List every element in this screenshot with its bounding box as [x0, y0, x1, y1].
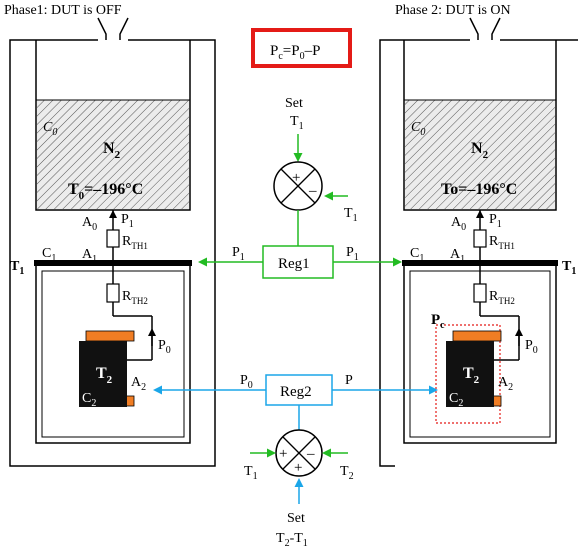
left-p1-label: P1 [121, 212, 134, 230]
right-a2-label: A2 [498, 375, 513, 393]
pc-formula: Pc=P0–P [251, 28, 352, 68]
left-c2-label: C2 [82, 391, 96, 409]
left-a0-label: A0 [82, 215, 97, 233]
comparator-bottom-plus-left: + [279, 446, 287, 462]
right-dut-highlight [435, 324, 501, 424]
left-c0-label: C0 [43, 120, 57, 138]
right-pc-label: Pc [431, 312, 445, 331]
reg1-label: Reg1 [278, 256, 310, 272]
right-rth2-label: RTH2 [489, 289, 515, 306]
left-t2-label: T2 [96, 365, 113, 386]
reg1-p1-left-label: P1 [232, 245, 245, 263]
comparator-bottom-t2-label: T2 [340, 464, 354, 482]
comparator-bottom-plus-bottom: + [294, 460, 302, 476]
svg-text:Pc=P0–P: Pc=P0–P [270, 43, 320, 62]
comparator-bottom-minus: – [306, 446, 315, 462]
right-p0-label: P0 [525, 338, 538, 356]
comparator-bottom [275, 429, 323, 477]
set-bottom-t2t1-label: T2-T1 [276, 531, 308, 549]
right-liquid-nitrogen [405, 100, 555, 209]
reg1-p1-right-label: P1 [346, 245, 359, 263]
right-t2-label: T2 [463, 365, 480, 386]
reg1-box [262, 245, 334, 279]
left-a2-label: A2 [131, 375, 146, 393]
right-p1-label: P1 [489, 212, 502, 230]
left-t1-label: T1 [10, 259, 24, 277]
right-c0-label: C0 [411, 120, 425, 138]
left-rth2-resistor [106, 283, 120, 303]
set-top-t1-label: T1 [290, 114, 304, 132]
reg2-p-label: P [345, 373, 353, 388]
left-temperature-label: T0=–196°C [68, 181, 143, 202]
left-rth1-resistor [106, 229, 120, 248]
phase1-title: Phase1: DUT is OFF [4, 3, 122, 18]
left-a1-label: A1 [82, 247, 97, 265]
right-temperature-label: To=–196°C [441, 181, 517, 198]
reg2-box [265, 374, 333, 406]
left-rth1-label: RTH1 [122, 234, 148, 251]
left-p0-label: P0 [158, 338, 171, 356]
left-c1-label: C1 [42, 246, 56, 264]
left-liquid-nitrogen [37, 100, 189, 209]
right-c1-plate [402, 260, 558, 266]
right-rth1-label: RTH1 [489, 234, 515, 251]
comparator-top-plus: + [292, 170, 300, 186]
comparator-top-minus: – [308, 183, 317, 199]
right-dut-device [435, 324, 502, 424]
set-bottom-label: Set [287, 511, 305, 526]
left-dut-device [79, 330, 135, 407]
set-top-label: Set [285, 96, 303, 111]
left-n2-label: N2 [103, 140, 121, 161]
right-c2-label: C2 [449, 391, 463, 409]
right-rth2-resistor [473, 283, 487, 303]
left-c1-plate [34, 260, 192, 266]
right-t1-label: T1 [562, 259, 576, 277]
reg2-p0-label: P0 [240, 373, 253, 391]
left-rth2-label: RTH2 [122, 289, 148, 306]
right-a1-label: A1 [450, 247, 465, 265]
comparator-bottom-t1-label: T1 [244, 464, 258, 482]
left-cryostat [9, 17, 216, 467]
right-rth1-resistor [473, 229, 487, 248]
right-a0-label: A0 [451, 215, 466, 233]
reg2-label: Reg2 [280, 384, 312, 400]
right-cryostat [379, 17, 578, 467]
phase2-title: Phase 2: DUT is ON [395, 3, 511, 18]
feedback-t1-label: T1 [344, 206, 358, 224]
right-c1-label: C1 [410, 246, 424, 264]
right-n2-label: N2 [471, 140, 489, 161]
